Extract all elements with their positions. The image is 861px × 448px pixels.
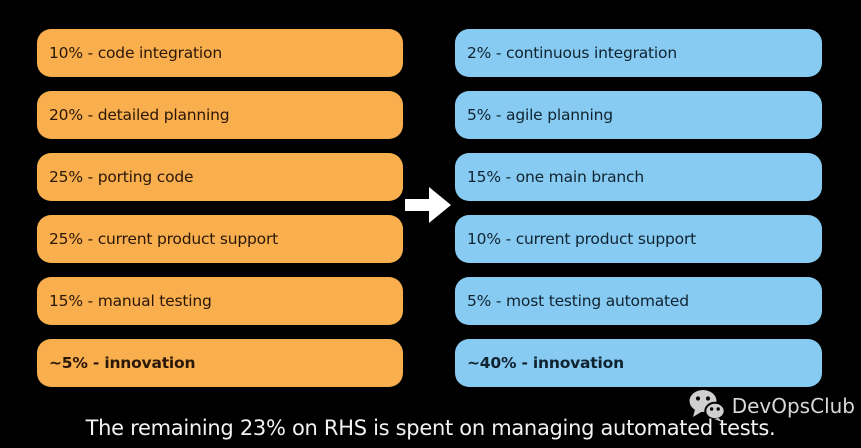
list-item: 5% - most testing automated (455, 277, 822, 325)
list-item-innovation: ~40% - innovation (455, 339, 822, 387)
list-item: 10% - code integration (37, 29, 403, 77)
list-item-innovation: ~5% - innovation (37, 339, 403, 387)
list-item: 5% - agile planning (455, 91, 822, 139)
list-item: 2% - continuous integration (455, 29, 822, 77)
list-item: 25% - current product support (37, 215, 403, 263)
list-item: 10% - current product support (455, 215, 822, 263)
devops-process-column: 2% - continuous integration 5% - agile p… (455, 29, 822, 387)
list-item: 20% - detailed planning (37, 91, 403, 139)
caption: The remaining 23% on RHS is spent on man… (85, 416, 776, 440)
list-item: 25% - porting code (37, 153, 403, 201)
list-item: 15% - one main branch (455, 153, 822, 201)
list-item: 15% - manual testing (37, 277, 403, 325)
branding: DevOpsClub (689, 389, 855, 422)
legacy-process-column: 10% - code integration 20% - detailed pl… (37, 29, 403, 387)
right-arrow-icon (405, 187, 451, 223)
wechat-icon (689, 390, 725, 422)
branding-label: DevOpsClub (731, 393, 855, 418)
